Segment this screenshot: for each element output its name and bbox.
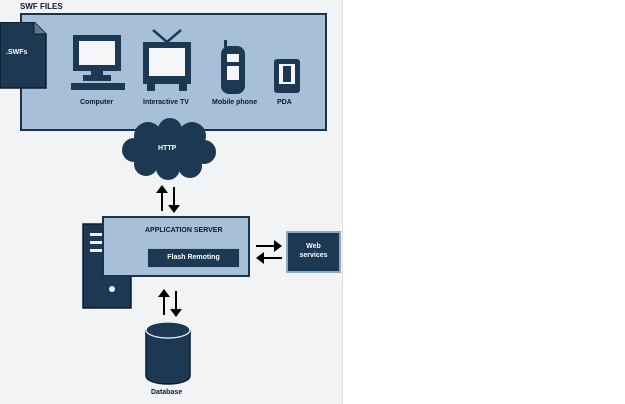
http-server-arrows-icon (156, 185, 180, 213)
swf-document-icon (0, 22, 47, 89)
web-services-label-line1: Web (306, 243, 321, 250)
http-cloud-icon (122, 118, 216, 180)
swf-files-title: SWF FILES (20, 2, 63, 11)
device-label-pda: PDA (277, 99, 292, 106)
pda-icon (274, 59, 300, 93)
http-label: HTTP (158, 145, 177, 152)
server-web-arrows-icon (256, 240, 282, 264)
database-label: Database (151, 389, 183, 396)
tv-icon (143, 29, 191, 91)
panel-divider (342, 0, 343, 404)
mobile-phone-icon (221, 40, 245, 94)
device-label-interactive-tv: Interactive TV (143, 99, 189, 106)
device-label-mobile-phone: Mobile phone (212, 99, 258, 106)
web-services-box: Web services (286, 231, 341, 273)
application-server-title: APPLICATION SERVER (145, 227, 223, 234)
flash-remoting-box: Flash Remoting (147, 248, 240, 268)
swf-document-label: .SWFs (6, 49, 28, 56)
computer-icon (71, 35, 125, 90)
device-label-computer: Computer (80, 99, 114, 106)
web-services-label-line2: services (299, 252, 328, 259)
server-database-arrows-icon (158, 289, 182, 317)
database-icon (145, 321, 191, 385)
